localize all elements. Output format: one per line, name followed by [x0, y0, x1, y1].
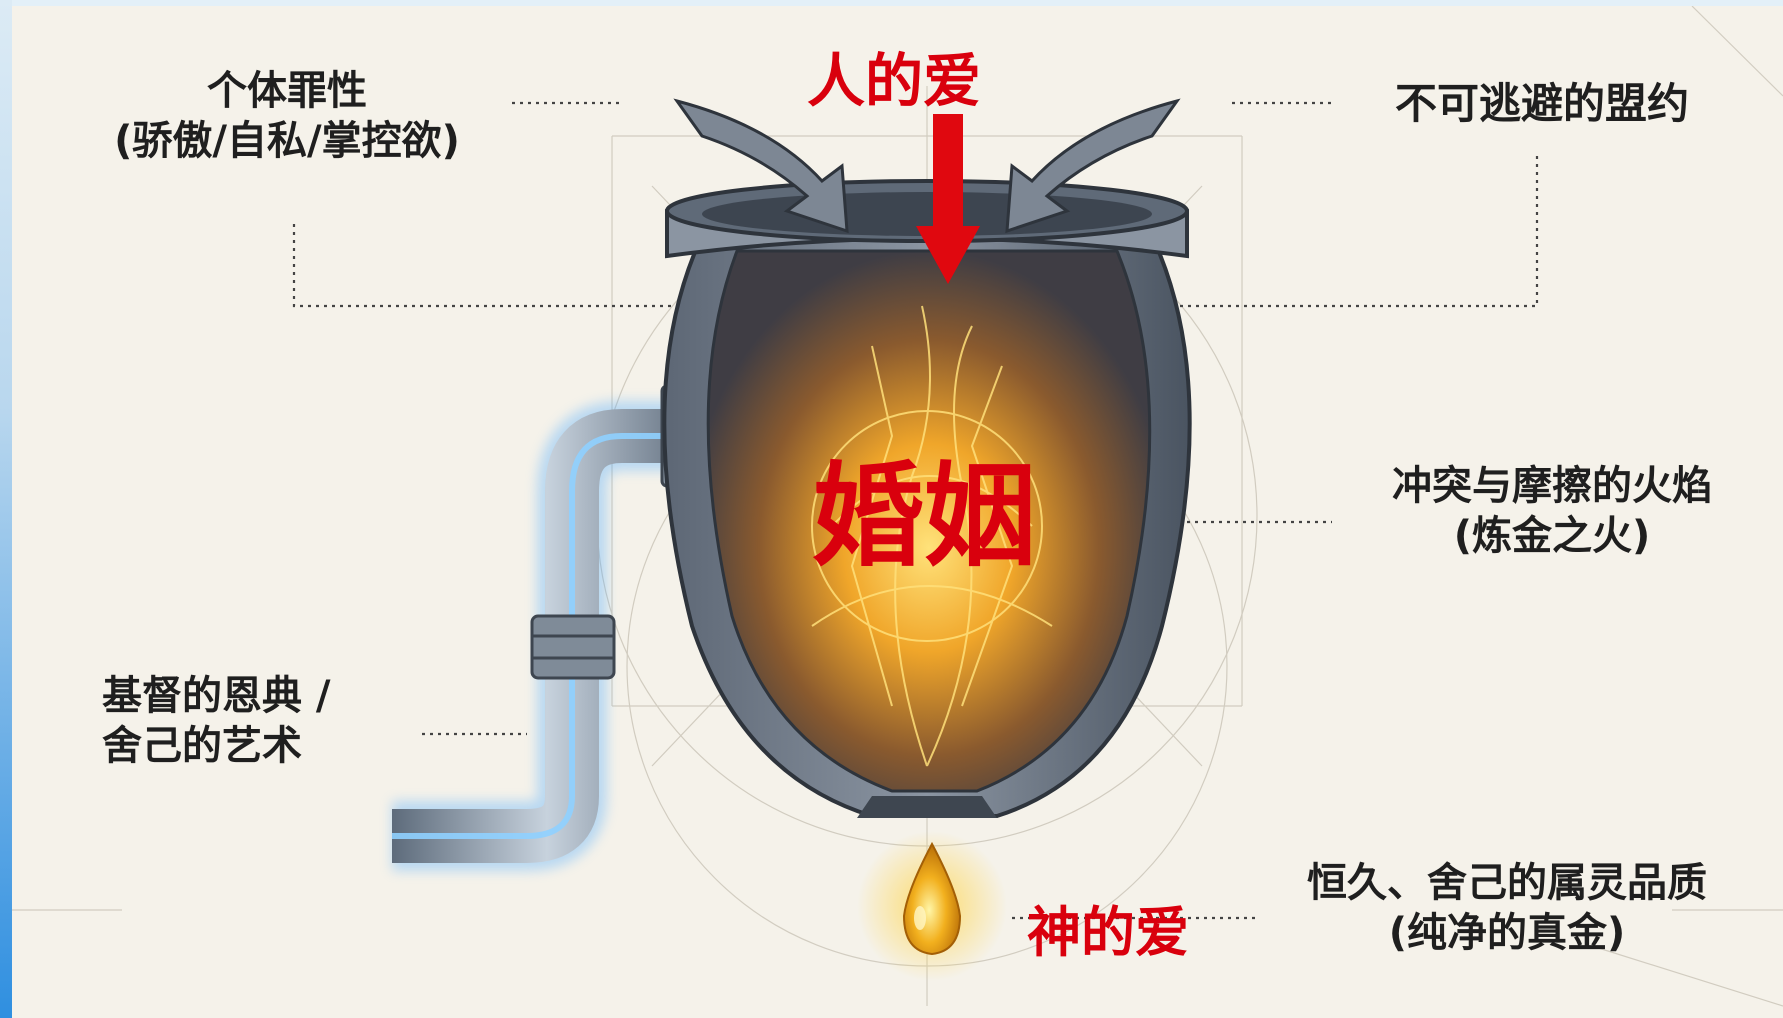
grace-label-line2: 舍己的艺术	[102, 723, 302, 769]
covenant-label: 不可逃避的盟约	[1394, 79, 1689, 128]
sin-label: 个体罪性 (骄傲/自私/掌控欲)	[77, 66, 497, 166]
red-down-arrow	[916, 114, 980, 284]
grace-label-line1: 基督的恩典 /	[102, 673, 331, 719]
grace-pipe	[392, 384, 823, 871]
fire-label: 冲突与摩擦的火焰 (炼金之火)	[1342, 461, 1762, 561]
human-love-title: 人的爱	[807, 47, 982, 115]
sin-label-line1: 个体罪性	[207, 68, 367, 114]
left-edge-band	[0, 0, 12, 1018]
fire-label-line1: 冲突与摩擦的火焰	[1392, 463, 1712, 509]
result-label-line1: 恒久、舍己的属灵品质	[1307, 860, 1707, 906]
crucible-diagram	[12, 6, 1783, 1007]
result-label: 恒久、舍己的属灵品质 (纯净的真金)	[1257, 858, 1757, 958]
gold-drop	[857, 831, 1007, 981]
inflow-arrows	[673, 98, 1181, 234]
diagram-canvas: 个体罪性 (骄傲/自私/掌控欲) 不可逃避的盟约 冲突与摩擦的火焰 (炼金之火)…	[12, 6, 1783, 1018]
result-label-line2: (纯净的真金)	[1388, 910, 1626, 956]
grace-label: 基督的恩典 / 舍己的艺术	[102, 671, 422, 771]
fire-label-line2: (炼金之火)	[1453, 513, 1651, 559]
divine-love-label: 神的爱	[1027, 901, 1189, 964]
sin-label-line2: (骄傲/自私/掌控欲)	[114, 118, 460, 164]
marriage-center-label: 婚姻	[812, 452, 1036, 582]
